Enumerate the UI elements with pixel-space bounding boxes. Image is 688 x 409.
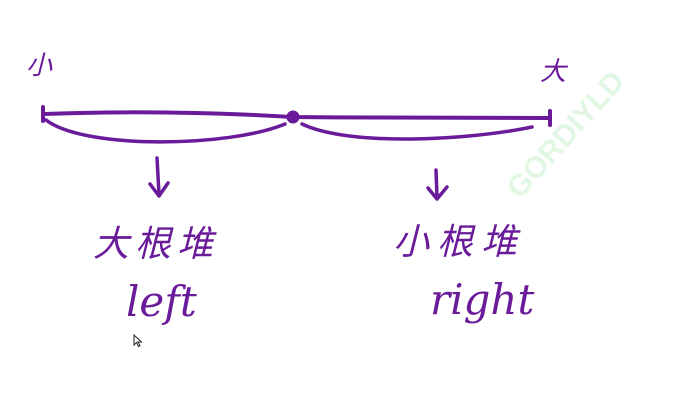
left-heap-label: 大根堆	[93, 224, 219, 265]
left-down-arrow	[148, 156, 170, 198]
right-heap-label: 小根堆	[393, 222, 525, 263]
left-end-label: 小	[26, 51, 53, 81]
mouse-cursor-icon	[133, 333, 143, 348]
median-point	[286, 110, 300, 124]
right-name-label: right	[430, 275, 534, 324]
left-brace	[44, 118, 287, 144]
left-name-label: left	[126, 277, 197, 326]
right-down-arrow	[426, 168, 449, 201]
right-end-label: 大	[540, 57, 569, 87]
right-brace	[300, 122, 534, 141]
